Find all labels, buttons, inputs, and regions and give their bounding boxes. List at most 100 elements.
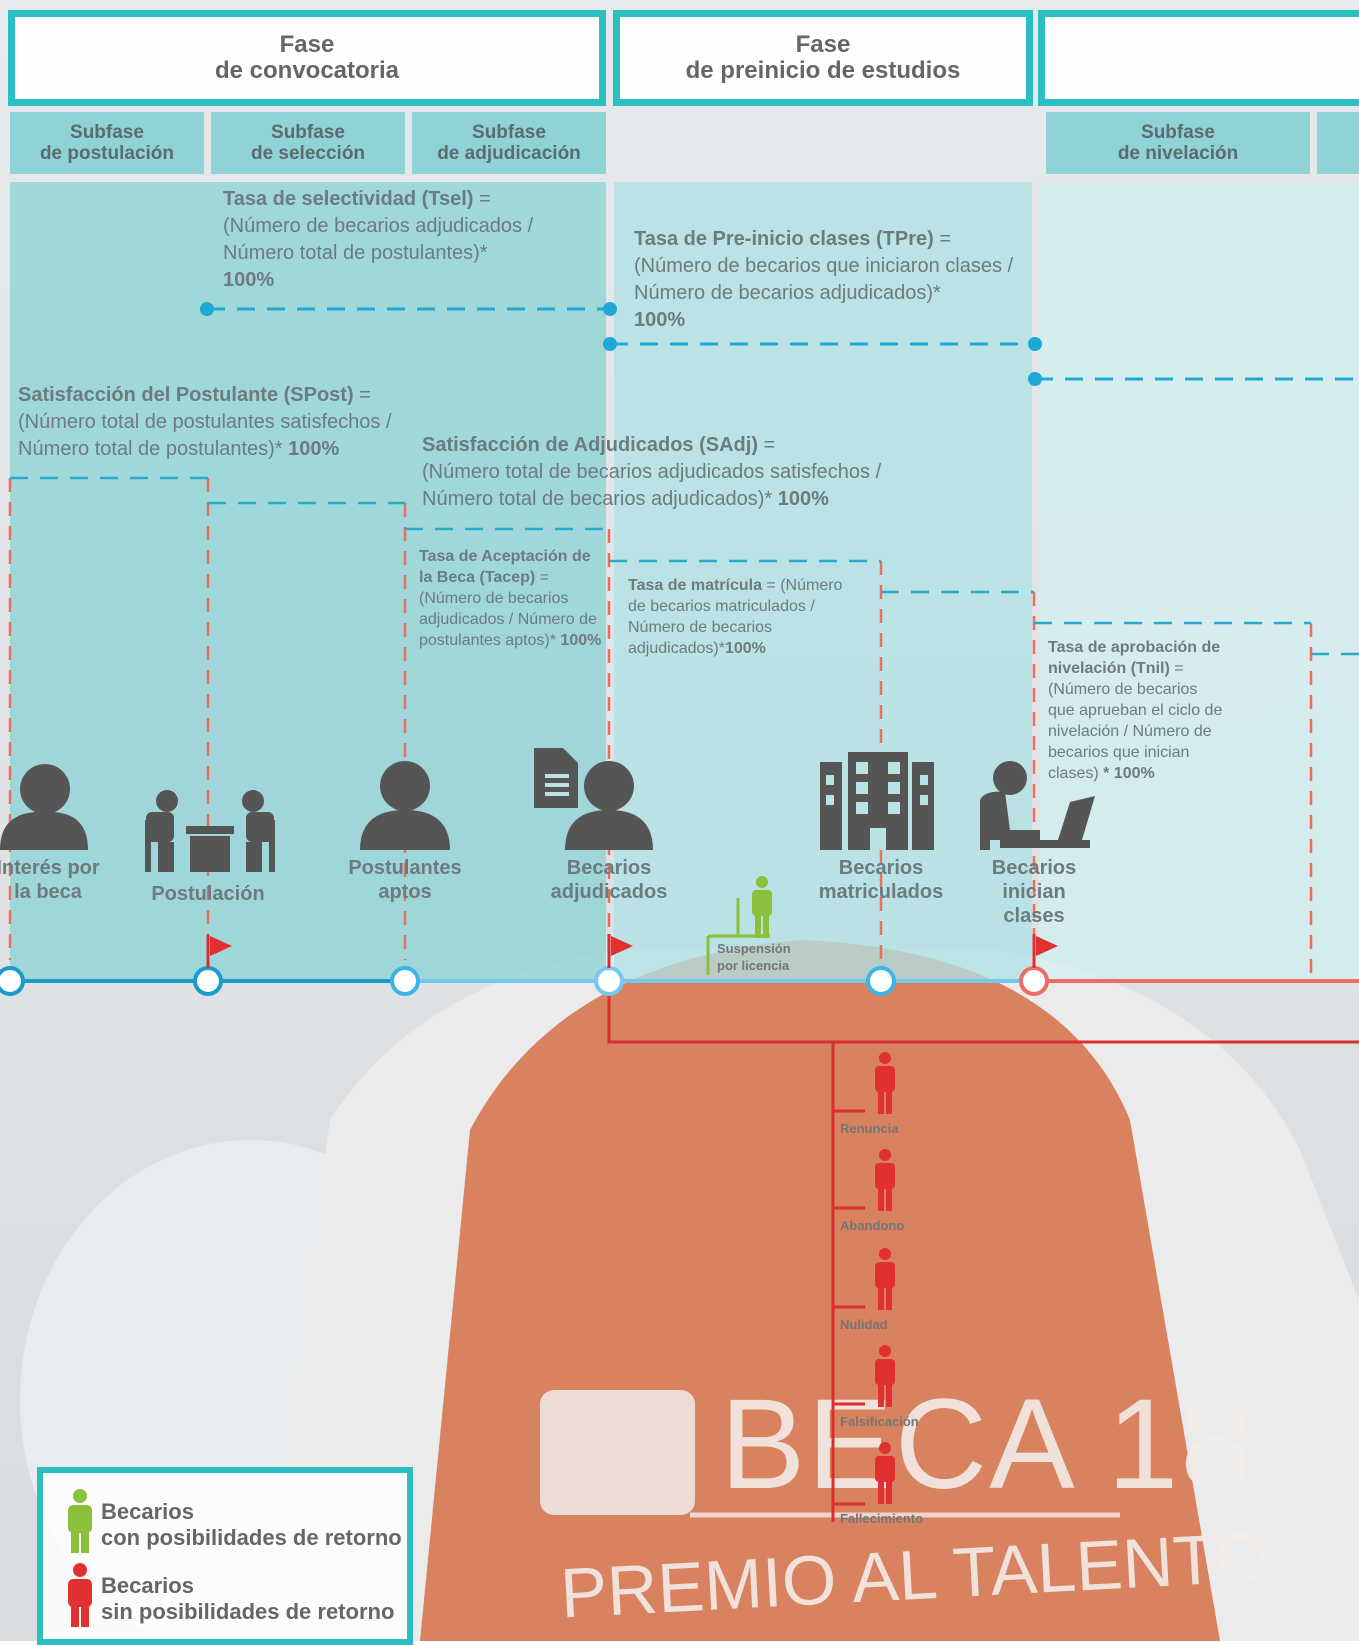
person-standing-green-icon <box>752 876 772 938</box>
formula-name: Tasa de selectividad (Tsel) <box>223 188 474 210</box>
stage-interes: Interés por la beca <box>0 856 108 904</box>
person-standing-red-icon <box>875 1442 895 1504</box>
formula-eq: = <box>1169 660 1184 677</box>
legend-icons <box>68 1489 92 1627</box>
formula-eq: = <box>353 384 371 406</box>
subphase-line2: de postulación <box>39 143 175 164</box>
stage-label-line1: Becarios <box>838 857 924 879</box>
stage-label-line2: matriculados <box>818 881 944 903</box>
formula-tpre: Tasa de Pre-inicio clases (TPre) = (Núme… <box>634 226 1024 334</box>
person-standing-red-icon <box>875 1248 895 1310</box>
phase-preinicio: Fase de preinicio de estudios <box>613 10 1033 106</box>
subphase-line1: Subfase <box>1141 122 1215 143</box>
formula-tmat: Tasa de matrícula = (Número de becarios … <box>628 575 863 659</box>
formula-name: Satisfacción de Adjudicados (SAdj) <box>422 434 758 456</box>
flag-icon <box>1036 936 1058 956</box>
formula-eq: = <box>473 188 491 210</box>
stage-aptos: Postulantes aptos <box>335 856 475 904</box>
formula-pct: 100% <box>724 640 766 657</box>
subphase-line1: Subfase <box>472 122 546 143</box>
logo-text-beca18: BECA 18 <box>720 1373 1254 1516</box>
legend: Becarios con posibilidades de retorno Be… <box>37 1467 413 1645</box>
subphase-postulacion: Subfase de postulación <box>10 112 204 174</box>
person-standing-red-icon <box>875 1345 895 1407</box>
formula-tacep: Tasa de Aceptación de la Beca (Tacep) = … <box>419 546 604 651</box>
formula-tsel: Tasa de selectividad (Tsel) = (Número de… <box>223 186 603 294</box>
legend-line2: sin posibilidades de retorno <box>101 1599 395 1624</box>
person-icon <box>360 761 450 850</box>
subphase-line2: de nivelación <box>1117 143 1239 164</box>
stage-adjudicados: Becarios adjudicados <box>539 856 679 904</box>
formula-name: Tasa de Pre-inicio clases (TPre) <box>634 228 934 250</box>
formula-spost: Satisfacción del Postulante (SPost) = (N… <box>18 382 398 463</box>
formula-name: Tasa de Aceptación de la Beca (Tacep) <box>419 548 591 586</box>
flag-icon <box>611 936 633 956</box>
stage-label-line2: inician clases <box>1002 881 1066 927</box>
formula-sadj: Satisfacción de Adjudicados (SAdj) = (Nú… <box>422 432 882 513</box>
legend-red-label: Becarios sin posibilidades de retorno <box>101 1573 394 1625</box>
subphase-line2: de selección <box>250 143 366 164</box>
panel-nivelacion <box>1039 182 1359 982</box>
subphase-line1: Subfase <box>271 122 345 143</box>
formula-name: Tasa de aprobación de nivelación (Tnil) <box>1048 639 1221 677</box>
person-standing-red-icon <box>68 1563 92 1627</box>
stage-label-line1: Interés por <box>0 857 100 879</box>
phase-title-line1: Fase <box>795 31 851 58</box>
stage-label-line1: Becarios <box>991 857 1077 879</box>
flag-icon <box>210 936 232 956</box>
suspension-label: Suspensión por licencia <box>717 940 791 974</box>
exit-abandono: Abandono <box>840 1218 905 1233</box>
formula-eq: = <box>757 434 776 456</box>
node-postulacion <box>193 966 223 996</box>
building-icon <box>820 752 934 850</box>
formula-body: (Número total de becarios adjudicados sa… <box>422 461 882 510</box>
stage-label-line1: Becarios <box>566 857 652 879</box>
person-icon <box>565 761 653 850</box>
formula-pct: 100% <box>282 438 340 460</box>
formula-pct: 100% <box>772 488 829 510</box>
subphase-line2: de adjudicación <box>437 143 581 164</box>
stage-matriculados: Becarios matriculados <box>806 856 956 904</box>
person-icon <box>0 764 88 850</box>
meeting-icon <box>145 790 275 872</box>
stage-postulacion: Postulación <box>148 882 268 906</box>
formula-body: (Número de becarios adjudicados / Número… <box>223 215 534 264</box>
subphase-next <box>1317 112 1359 174</box>
phase-title-line2: de convocatoria <box>214 57 400 84</box>
beca18-logo-badge <box>540 1390 695 1515</box>
stage-inician-clases: Becarios inician clases <box>969 856 1099 928</box>
phase-title-line1: Fase <box>279 31 335 58</box>
formula-body: (Número de becarios que iniciaron clases… <box>634 255 1014 304</box>
node-interes <box>0 966 25 996</box>
formula-eq: = <box>761 577 781 594</box>
formula-pct: 100% <box>223 269 275 291</box>
stage-label-line2: aptos <box>378 881 432 903</box>
stage-label-line1: Postulación <box>151 883 265 905</box>
node-aptos <box>390 966 420 996</box>
legend-green-label: Becarios con posibilidades de retorno <box>101 1499 402 1551</box>
exit-renuncia: Renuncia <box>840 1121 899 1136</box>
panel-convocatoria <box>10 182 606 982</box>
node-inician <box>1019 966 1049 996</box>
suspension-line1: Suspensión <box>717 941 791 956</box>
document-icon <box>534 748 578 808</box>
formula-body: (Número de becarios adjudicados / Número… <box>419 590 597 649</box>
node-adjudicados <box>594 966 624 996</box>
formula-body: (Número de becarios que aprueban el cicl… <box>1048 681 1223 782</box>
stage-label-line1: Postulantes <box>348 857 462 879</box>
formula-name: Tasa de matrícula <box>628 577 762 594</box>
legend-line2: con posibilidades de retorno <box>101 1525 402 1550</box>
legend-line1: Becarios <box>101 1573 194 1598</box>
person-standing-green-icon <box>68 1489 92 1553</box>
laptop-user-icon <box>980 761 1095 850</box>
person-standing-red-icon <box>875 1149 895 1211</box>
legend-line1: Becarios <box>101 1499 194 1524</box>
formula-body: (Número total de postulantes satisfechos… <box>18 411 392 460</box>
subphase-nivelacion: Subfase de nivelación <box>1046 112 1310 174</box>
subphase-seleccion: Subfase de selección <box>211 112 405 174</box>
suspension-line2: por licencia <box>717 958 790 973</box>
formula-pct: * 100% <box>1098 765 1155 782</box>
formula-tnil: Tasa de aprobación de nivelación (Tnil) … <box>1048 637 1223 784</box>
formula-name: Satisfacción del Postulante (SPost) <box>18 384 354 406</box>
